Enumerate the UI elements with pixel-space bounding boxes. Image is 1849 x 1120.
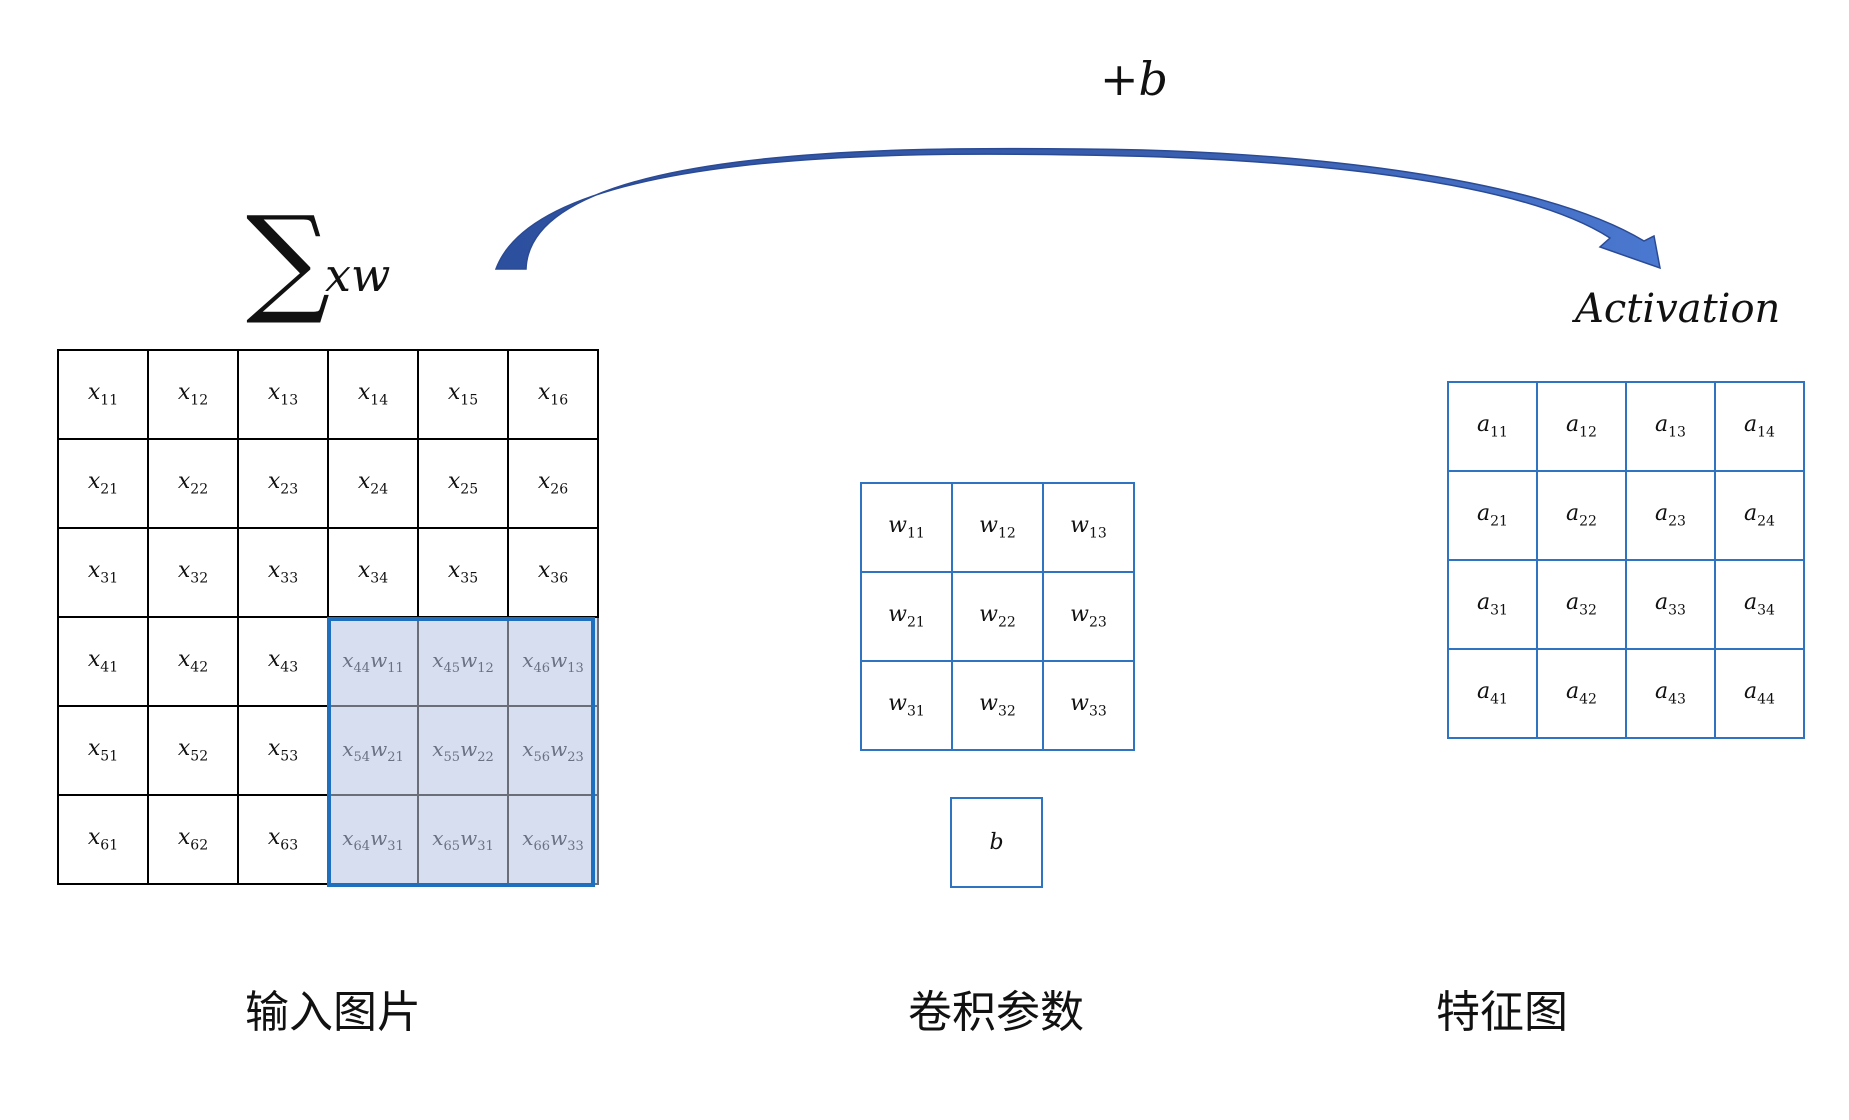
sum-xw-label: xw [325, 248, 391, 302]
input-cell: x33 [237, 527, 329, 618]
feature-cell: a32 [1536, 559, 1627, 650]
input-cell: x13 [237, 349, 329, 440]
feature-cell: a44 [1714, 648, 1805, 739]
input-cell: x23 [237, 438, 329, 529]
plus-bias-label: +b [1100, 52, 1168, 106]
input-cell: x46w13 [507, 616, 599, 707]
input-cell: x34 [327, 527, 419, 618]
input-cell: x21 [57, 438, 149, 529]
input-cell: x63 [237, 794, 329, 885]
feature-cell: a13 [1625, 381, 1716, 472]
feature-cell: a43 [1625, 648, 1716, 739]
kernel-cell: w23 [1042, 571, 1135, 662]
input-cell: x22 [147, 438, 239, 529]
input-cell: x35 [417, 527, 509, 618]
input-cell: x41 [57, 616, 149, 707]
kernel-caption: 卷积参数 [908, 987, 1084, 1038]
feature-cell: a21 [1447, 470, 1538, 561]
input-cell: x25 [417, 438, 509, 529]
kernel-cell: w21 [860, 571, 953, 662]
arrow-body [494, 147, 1661, 270]
feature-cell: a41 [1447, 648, 1538, 739]
input-cell: x66w33 [507, 794, 599, 885]
input-cell: x65w31 [417, 794, 509, 885]
feature-cell: a42 [1536, 648, 1627, 739]
kernel-cell: w31 [860, 660, 953, 751]
feature-cell: a14 [1714, 381, 1805, 472]
bias-cell: b [950, 797, 1043, 888]
input-caption: 输入图片 [245, 987, 421, 1038]
input-cell: x61 [57, 794, 149, 885]
kernel-cell: w11 [860, 482, 953, 573]
bias-box: b [950, 797, 1043, 888]
kernel-cell: w13 [1042, 482, 1135, 573]
input-cell: x15 [417, 349, 509, 440]
input-cell: x51 [57, 705, 149, 796]
input-cell: x12 [147, 349, 239, 440]
input-cell: x45w12 [417, 616, 509, 707]
input-cell: x24 [327, 438, 419, 529]
feature-cell: a11 [1447, 381, 1538, 472]
input-cell: x16 [507, 349, 599, 440]
input-cell: x14 [327, 349, 419, 440]
input-cell: x44w11 [327, 616, 419, 707]
feature-cell: a22 [1536, 470, 1627, 561]
input-cell: x43 [237, 616, 329, 707]
input-cell: x53 [237, 705, 329, 796]
feature-cell: a31 [1447, 559, 1538, 650]
input-cell: x31 [57, 527, 149, 618]
activation-label: Activation [1575, 286, 1781, 332]
feature-cell: a24 [1714, 470, 1805, 561]
input-cell: x52 [147, 705, 239, 796]
input-cell: x11 [57, 349, 149, 440]
input-cell: x56w23 [507, 705, 599, 796]
input-cell: x64w31 [327, 794, 419, 885]
feature-cell: a33 [1625, 559, 1716, 650]
input-cell: x62 [147, 794, 239, 885]
input-cell: x26 [507, 438, 599, 529]
input-cell: x36 [507, 527, 599, 618]
kernel-cell: w22 [951, 571, 1044, 662]
feature-caption: 特征图 [1436, 987, 1568, 1038]
feature-cell: a23 [1625, 470, 1716, 561]
input-cell: x55w22 [417, 705, 509, 796]
input-cell: x42 [147, 616, 239, 707]
input-cell: x54w21 [327, 705, 419, 796]
kernel-cell: w33 [1042, 660, 1135, 751]
kernel-cell: w32 [951, 660, 1044, 751]
feature-cell: a12 [1536, 381, 1627, 472]
feature-cell: a34 [1714, 559, 1805, 650]
input-cell: x32 [147, 527, 239, 618]
sum-symbol: ∑ [246, 190, 331, 328]
kernel-cell: w12 [951, 482, 1044, 573]
